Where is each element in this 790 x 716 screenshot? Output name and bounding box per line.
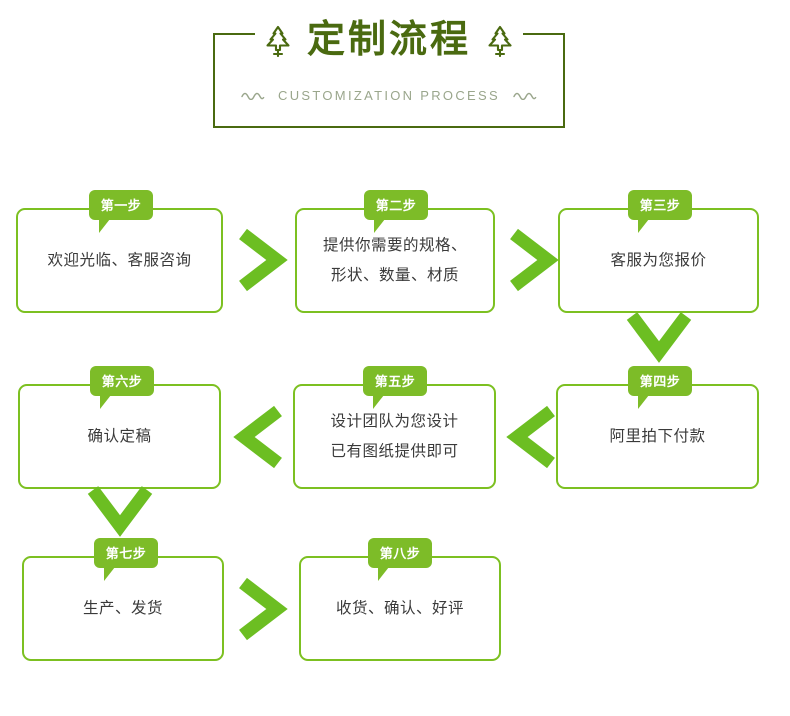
arrow-step4-to-step5	[505, 405, 557, 469]
step-box-7: 生产、发货	[22, 556, 224, 661]
step-badge-1: 第一步	[89, 190, 153, 233]
step-text-4: 阿里拍下付款	[609, 427, 706, 445]
step-badge-7: 第七步	[94, 538, 158, 581]
page-title: 定制流程	[254, 19, 524, 61]
step-badge-label-5: 第五步	[374, 373, 416, 389]
step-badge-5: 第五步	[363, 366, 427, 409]
step-text-2: 提供你需要的规格、 形状、数量、材质	[322, 236, 467, 284]
step-badge-6: 第六步	[90, 366, 154, 409]
step-badge-8: 第八步	[368, 538, 432, 581]
step-badge-label-4: 第四步	[639, 373, 681, 389]
arrow-step2-to-step3	[508, 228, 560, 292]
wave-icon	[241, 92, 265, 100]
step-badge-label-6: 第六步	[101, 373, 143, 389]
arrow-step3-to-step4	[624, 310, 694, 366]
arrow-step1-to-step2	[237, 228, 289, 292]
step-badge-label-3: 第三步	[639, 197, 681, 213]
step-text-7: 生产、发货	[82, 599, 163, 617]
step-badge-label-7: 第七步	[105, 545, 147, 561]
arrow-step5-to-step6	[232, 405, 284, 469]
step-box-4: 阿里拍下付款	[556, 384, 759, 489]
step-badge-3: 第三步	[628, 190, 692, 233]
step-box-1: 欢迎光临、客服咨询	[16, 208, 223, 313]
page-header: 定制流程 CUSTOMIZATION PROCESS	[213, 21, 565, 128]
leaf-icon	[263, 24, 293, 57]
step-text-5: 设计团队为您设计 已有图纸提供即可	[330, 412, 459, 460]
arrow-step6-to-step7	[85, 484, 155, 540]
page-title-text: 定制流程	[306, 19, 472, 61]
step-text-1: 欢迎光临、客服咨询	[47, 251, 192, 269]
step-text-6: 确认定稿	[87, 427, 152, 445]
page-subtitle: CUSTOMIZATION PROCESS	[213, 89, 565, 102]
step-badge-label-2: 第二步	[375, 197, 417, 213]
step-box-6: 确认定稿	[18, 384, 221, 489]
page-subtitle-text: CUSTOMIZATION PROCESS	[278, 88, 500, 103]
step-text-3: 客服为您报价	[610, 251, 707, 269]
step-text-8: 收货、确认、好评	[335, 599, 464, 617]
step-badge-label-8: 第八步	[379, 545, 421, 561]
step-box-3: 客服为您报价	[558, 208, 759, 313]
step-badge-label-1: 第一步	[100, 197, 142, 213]
arrow-step7-to-step8	[237, 577, 289, 641]
step-box-2: 提供你需要的规格、 形状、数量、材质	[295, 208, 495, 313]
step-badge-2: 第二步	[364, 190, 428, 233]
step-box-8: 收货、确认、好评	[299, 556, 501, 661]
wave-icon	[513, 92, 537, 100]
step-box-5: 设计团队为您设计 已有图纸提供即可	[293, 384, 496, 489]
leaf-icon	[485, 24, 515, 57]
step-badge-4: 第四步	[628, 366, 692, 409]
